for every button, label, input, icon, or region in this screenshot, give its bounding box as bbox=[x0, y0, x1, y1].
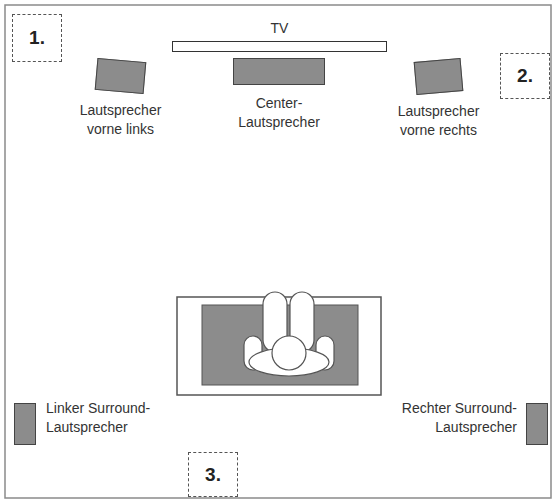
callout-number: 3. bbox=[205, 462, 221, 488]
speaker-label: Center- Lautsprecher bbox=[227, 94, 331, 132]
sofa-with-listener bbox=[177, 292, 381, 395]
callout-number: 2. bbox=[517, 63, 533, 89]
callout-box: 3. bbox=[188, 452, 238, 497]
speaker-label: Lautsprecher vorne links bbox=[69, 101, 173, 139]
tv-outline bbox=[172, 41, 387, 52]
room-outline bbox=[5, 5, 551, 498]
center-speaker: Center- Lautsprecher bbox=[233, 58, 325, 85]
speaker-body bbox=[526, 403, 548, 445]
speaker-body bbox=[95, 58, 147, 94]
speaker-body bbox=[233, 58, 325, 85]
speaker-label: TV bbox=[250, 19, 310, 38]
callout-box: 2. bbox=[500, 53, 550, 99]
surround-speaker: Linker Surround-Lautsprecher bbox=[14, 403, 36, 445]
front-speaker: Lautsprecher vorne links bbox=[96, 60, 145, 92]
speaker-label: Lautsprecher vorne rechts bbox=[384, 102, 494, 140]
listener-head bbox=[272, 336, 306, 370]
speaker-body bbox=[14, 403, 36, 445]
speaker-body bbox=[414, 58, 464, 95]
speaker-label: Linker Surround-Lautsprecher bbox=[46, 399, 221, 437]
callout-box: 1. bbox=[12, 14, 62, 62]
front-speaker: Lautsprecher vorne rechts bbox=[415, 60, 462, 93]
speaker-label: Rechter Surround-Lautsprecher bbox=[342, 399, 517, 437]
tv-screen: TV bbox=[172, 41, 387, 52]
surround-speaker: Rechter Surround-Lautsprecher bbox=[526, 403, 548, 445]
callout-number: 1. bbox=[29, 25, 45, 51]
